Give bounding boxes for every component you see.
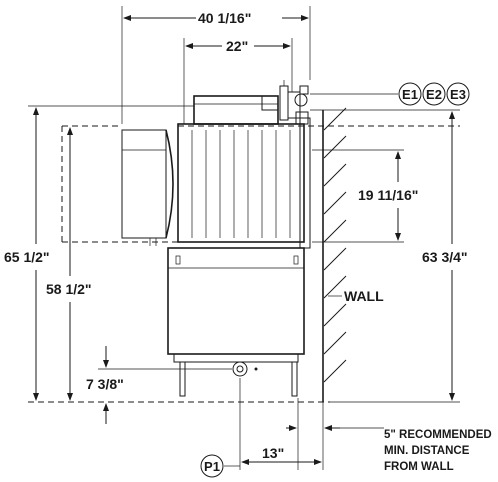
callout-e1-circle xyxy=(398,82,422,106)
clearance-line2: MIN. DISTANCE xyxy=(384,445,470,457)
height-left-inner-label: 58 1/2" xyxy=(46,281,92,297)
overall-width-label: 40 1/16" xyxy=(198,10,251,26)
wall-label: WALL xyxy=(344,288,384,304)
open-door xyxy=(121,129,167,239)
height-left-outer-label: 65 1/2" xyxy=(4,249,50,265)
callout-p1-circle xyxy=(200,454,224,478)
height-right-label: 63 3/4" xyxy=(422,249,468,265)
top-width-label: 22" xyxy=(226,38,248,54)
callout-e2-circle xyxy=(422,82,446,106)
door-height-label: 19 11/16" xyxy=(358,187,418,203)
dimension-height-left-inner: 58 1/2" xyxy=(46,127,92,401)
callout-e3-circle xyxy=(446,82,470,106)
wall-hatching xyxy=(323,107,347,383)
clearance-line3: FROM WALL xyxy=(384,461,454,473)
plumbing-fittings xyxy=(279,80,309,125)
callout-e1: E1 xyxy=(402,87,418,102)
dimension-height-right: 63 3/4" xyxy=(310,109,468,403)
dimension-drain-offset: 13" xyxy=(239,378,324,470)
leg-front xyxy=(179,361,186,397)
drain-outlet xyxy=(232,361,248,377)
wall xyxy=(322,107,347,402)
dimension-top-width: 22" xyxy=(183,38,293,124)
door-open-envelope xyxy=(61,125,460,243)
chamber-panel-lines xyxy=(191,130,291,238)
dimension-drain-height: 7 3/8" xyxy=(86,346,232,424)
leg-back xyxy=(291,361,298,397)
electrical-callouts: E1 E2 E3 xyxy=(310,82,470,106)
callout-e2: E2 xyxy=(426,87,442,102)
top-housing-cap xyxy=(261,95,279,111)
dimension-height-left-outer: 65 1/2" xyxy=(4,105,194,401)
wall-clearance-callout: 5" RECOMMENDED MIN. DISTANCE FROM WALL xyxy=(286,425,492,473)
callout-e3: E3 xyxy=(450,87,466,102)
drain-height-label: 7 3/8" xyxy=(86,376,124,392)
dimension-door-height: 19 11/16" xyxy=(312,149,418,243)
chamber-back-strip xyxy=(299,117,311,249)
door-handle xyxy=(165,129,174,239)
wall-label-group: WALL xyxy=(328,288,384,304)
callout-p1: P1 xyxy=(204,459,220,474)
plumbing-callout: P1 xyxy=(200,454,240,478)
wash-chamber xyxy=(177,123,305,243)
lower-cabinet xyxy=(167,247,305,355)
base-skirt xyxy=(173,353,299,363)
dishwasher-machine xyxy=(121,80,311,397)
dimension-overall-width: 40 1/16" xyxy=(121,6,311,124)
drain-offset-label: 13" xyxy=(262,445,284,461)
clearance-line1: 5" RECOMMENDED xyxy=(384,429,492,441)
